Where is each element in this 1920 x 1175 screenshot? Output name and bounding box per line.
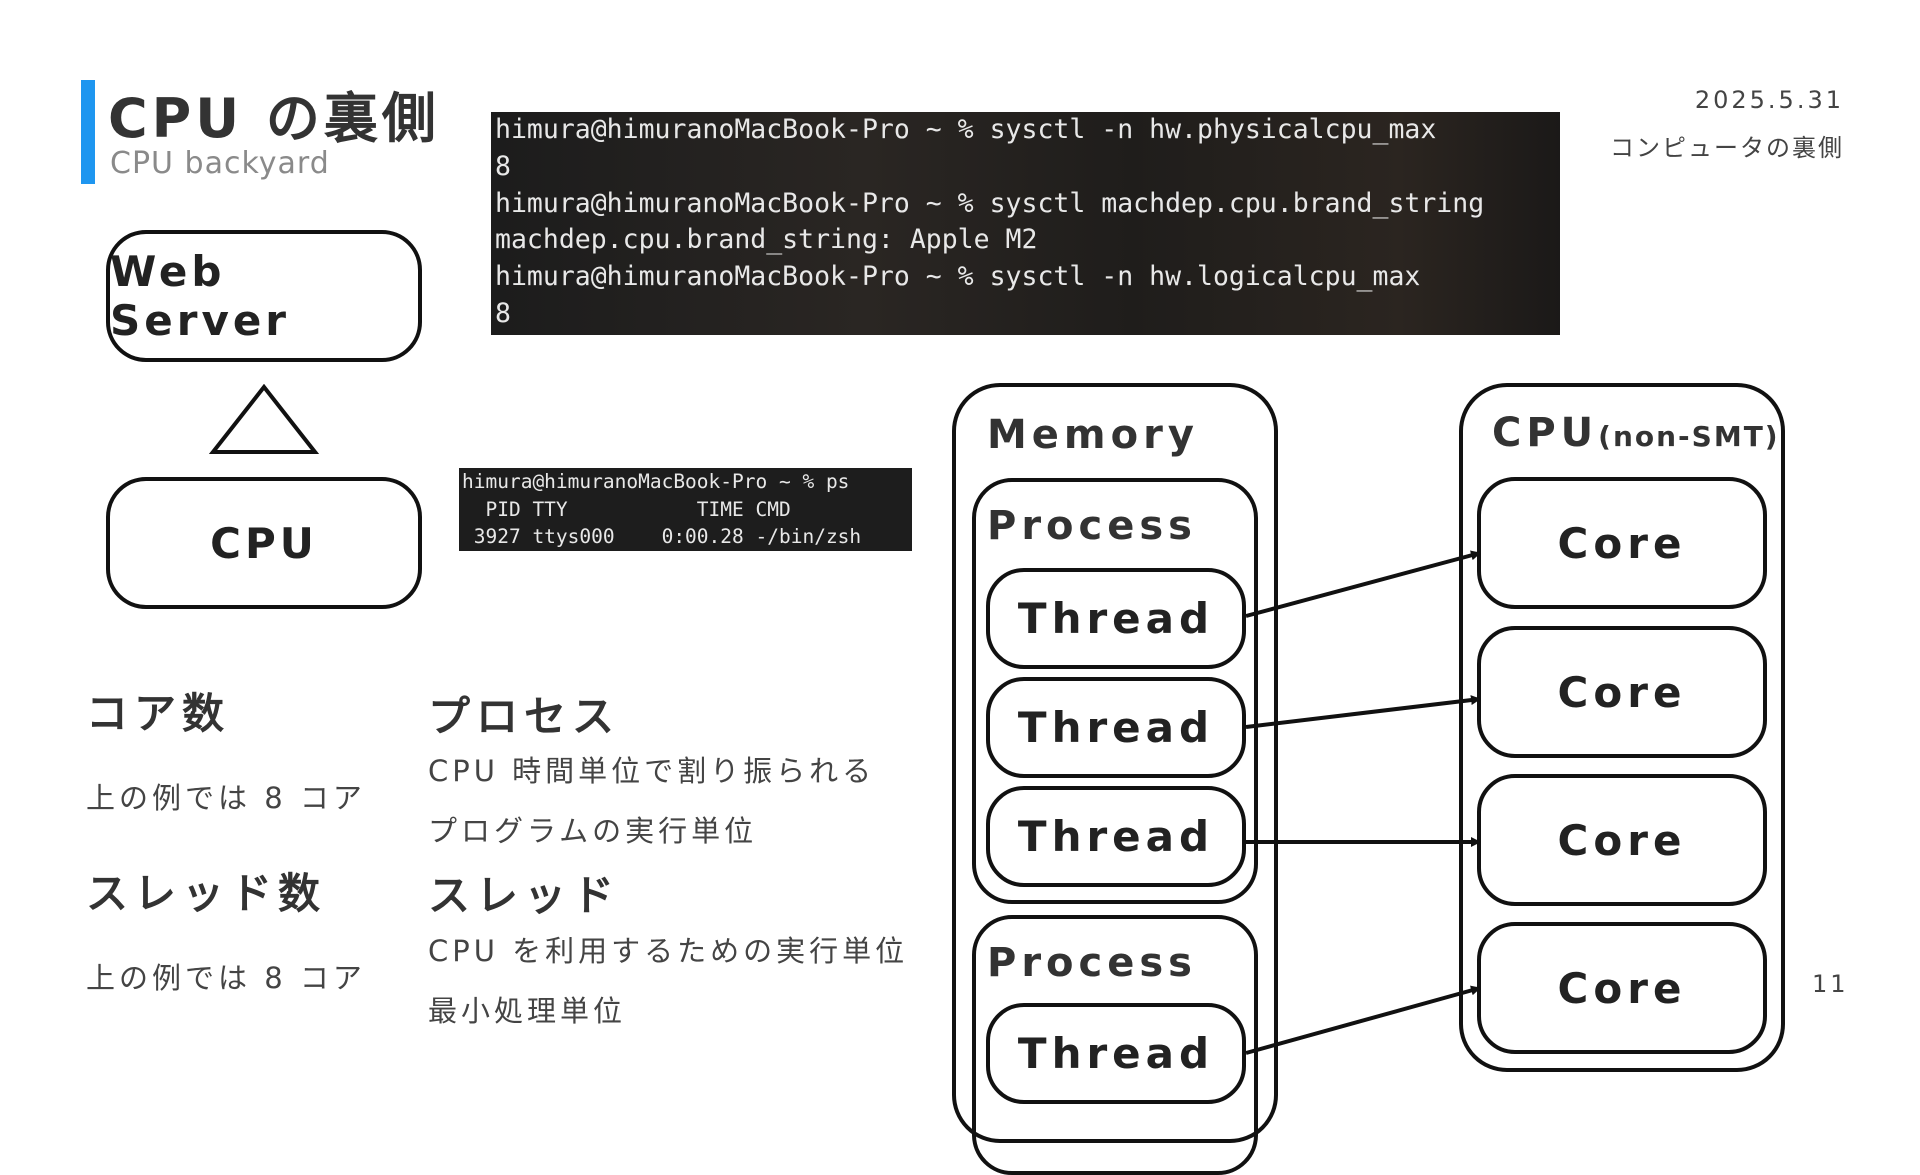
terminal-line: himura@himuranoMacBook-Pro ~ % sysctl -n…	[495, 261, 1421, 293]
cpu-sublabel: (non-SMT)	[1598, 420, 1780, 453]
terminal-line: himura@himuranoMacBook-Pro ~ % ps	[462, 470, 850, 493]
web-server-box: Web Server	[106, 230, 422, 362]
page-title: CPU の裏側	[108, 87, 440, 150]
thread-count-text: 上の例では 8 コア	[86, 961, 366, 995]
thread-heading: スレッド	[428, 871, 621, 920]
terminal-line: himura@himuranoMacBook-Pro ~ % sysctl -n…	[495, 114, 1437, 145]
title-accent-bar	[81, 80, 95, 184]
terminal-ps-screenshot: himura@himuranoMacBook-Pro ~ % ps PID TT…	[459, 468, 912, 551]
process-text-line-2: プログラムの実行単位	[428, 814, 758, 848]
page-subtitle: CPU backyard	[110, 146, 330, 181]
terminal-line: 8	[495, 297, 511, 329]
terminal-line: machdep.cpu.brand_string: Apple M2	[495, 224, 1038, 256]
cpu-label: CPU(non-SMT)	[1492, 410, 1780, 456]
core-box: Core	[1477, 626, 1767, 758]
thread-text-line-1: CPU を利用するための実行単位	[428, 934, 909, 968]
process-container-1	[972, 478, 1258, 904]
process-heading: プロセス	[428, 692, 621, 741]
cpu-label-text: CPU	[1492, 410, 1599, 456]
deck-title: コンピュータの裏側	[1610, 134, 1844, 162]
core-count-text: 上の例では 8 コア	[86, 781, 366, 815]
thread-box: Thread	[986, 677, 1246, 778]
core-count-heading: コア数	[86, 689, 231, 738]
arrow	[1245, 550, 1481, 618]
arrow	[1245, 695, 1481, 729]
core-box: Core	[1477, 922, 1767, 1054]
page-number: 11	[1812, 970, 1849, 998]
thread-text-line-2: 最小処理単位	[428, 994, 627, 1028]
terminal-line: PID TTY TIME CMD	[462, 497, 791, 521]
cpu-box: CPU	[106, 477, 422, 609]
core-box: Core	[1477, 477, 1767, 609]
terminal-line: himura@himuranoMacBook-Pro ~ % sysctl ma…	[495, 187, 1485, 219]
thread-box: Thread	[986, 786, 1246, 887]
memory-label: Memory	[987, 412, 1199, 458]
thread-count-heading: スレッド数	[86, 869, 327, 918]
presentation-date: 2025.5.31	[1694, 86, 1844, 114]
cpu-container	[1459, 383, 1785, 1072]
process-label-1: Process	[987, 503, 1197, 549]
terminal-line: 3927 ttys000 0:00.28 -/bin/zsh	[462, 525, 862, 548]
arrow	[1245, 985, 1481, 1055]
terminal-line: 8	[495, 150, 511, 182]
thread-box: Thread	[986, 568, 1246, 669]
process-text-line-1: CPU 時間単位で割り振られる	[428, 754, 876, 788]
inheritance-triangle-icon	[208, 384, 320, 454]
thread-to-core-arrows	[1245, 550, 1481, 1055]
terminal-sysctl-screenshot: himura@himuranoMacBook-Pro ~ % sysctl -n…	[491, 112, 1560, 335]
process-label-2: Process	[987, 940, 1197, 986]
